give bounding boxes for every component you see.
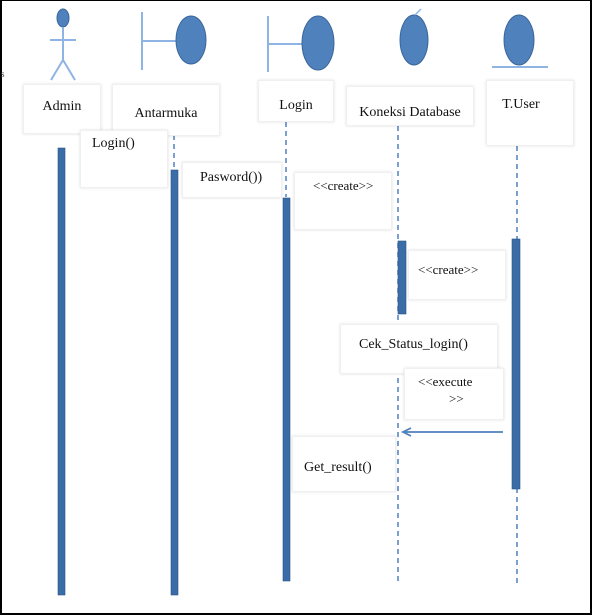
message-label-create-1: <<create>> bbox=[313, 178, 374, 193]
edge-glyph: s bbox=[1, 69, 5, 79]
message-label-box bbox=[80, 130, 168, 188]
participant-label-box bbox=[23, 84, 101, 134]
activation-bar-antarmuka bbox=[170, 169, 179, 596]
participant-label-antarmuka: Antarmuka bbox=[134, 106, 198, 121]
message-label-pasword: Pasword()) bbox=[200, 170, 263, 185]
message-label-box bbox=[292, 436, 396, 492]
message-label-cek-status-login: Cek_Status_login() bbox=[359, 337, 468, 352]
activation-bar-tuser bbox=[511, 238, 521, 490]
participant-label-koneksi-database: Koneksi Database bbox=[359, 105, 461, 120]
message-arrow bbox=[400, 427, 503, 437]
message-label-box bbox=[294, 172, 392, 230]
message-label-box bbox=[408, 250, 506, 300]
participant-label-login: Login bbox=[279, 98, 313, 113]
participant-label-box bbox=[486, 80, 574, 146]
message-label-box bbox=[340, 324, 498, 374]
message-label-execute: <<execute bbox=[418, 374, 473, 389]
message-label-get-result: Get_result() bbox=[304, 460, 372, 475]
boundary-icon bbox=[267, 15, 335, 72]
activation-bar-admin bbox=[57, 147, 66, 596]
participant-label-box bbox=[258, 80, 334, 122]
message-label-login: Login() bbox=[92, 136, 135, 151]
participant-label-admin: Admin bbox=[42, 99, 82, 114]
participant-label-box bbox=[346, 86, 474, 126]
message-label-execute-end: >> bbox=[449, 391, 464, 406]
message-label-box bbox=[182, 162, 282, 198]
participant-label-t-user: T.User bbox=[502, 97, 540, 112]
message-label-create-2: <<create>> bbox=[418, 262, 479, 277]
activation-bar-login bbox=[282, 197, 291, 582]
activation-bar-koneksi bbox=[397, 240, 407, 315]
participant-label-box bbox=[112, 84, 220, 136]
entity-icon bbox=[492, 14, 548, 68]
boundary-icon bbox=[141, 12, 207, 70]
message-label-box bbox=[404, 368, 504, 420]
control-icon bbox=[399, 8, 429, 66]
actor-icon bbox=[50, 8, 76, 81]
